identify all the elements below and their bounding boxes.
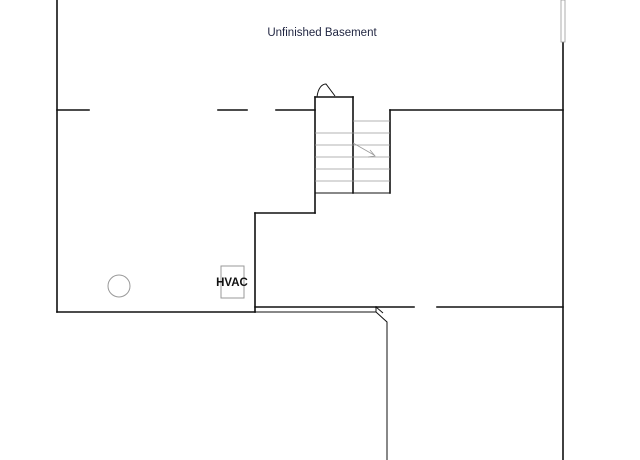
room-label: Unfinished Basement bbox=[267, 27, 377, 39]
door-swing-arc bbox=[316, 83, 336, 98]
hvac-label: HVAC bbox=[216, 277, 248, 289]
stair-treads bbox=[315, 120, 390, 182]
floor-drain bbox=[107, 274, 131, 298]
exterior-walls bbox=[56, 0, 564, 460]
stair-enclosure bbox=[254, 96, 564, 313]
interior-partition bbox=[254, 306, 564, 460]
hvac-unit bbox=[220, 265, 245, 299]
window-marker bbox=[560, 0, 566, 43]
